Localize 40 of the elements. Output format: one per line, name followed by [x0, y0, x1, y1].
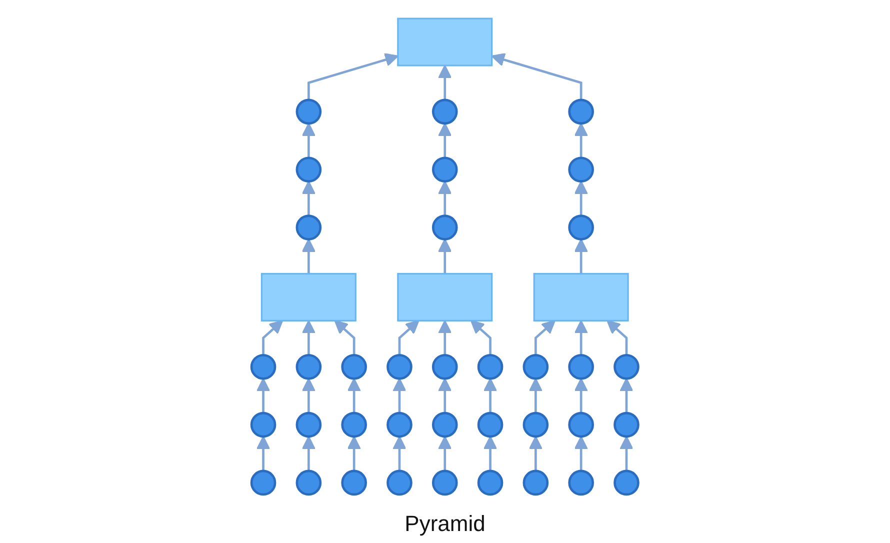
arrow	[347, 378, 362, 414]
caption: Pyramid	[404, 511, 486, 537]
arrow	[574, 320, 588, 356]
arrow	[574, 378, 588, 414]
arrow	[256, 378, 270, 414]
arrow	[574, 180, 588, 216]
arrow	[438, 378, 452, 414]
arrow	[528, 436, 543, 471]
arrow	[606, 320, 628, 356]
arrow	[620, 436, 634, 471]
arrow	[302, 238, 316, 274]
arrow	[302, 180, 316, 216]
arrow	[574, 122, 588, 158]
arrow	[302, 436, 316, 471]
arrow	[302, 378, 316, 414]
arrow	[334, 320, 356, 356]
arrow	[308, 53, 399, 100]
arrow	[262, 320, 284, 356]
arrow	[347, 436, 362, 471]
arrow	[256, 436, 270, 471]
arrow	[392, 436, 406, 471]
arrow	[438, 238, 452, 274]
arrow	[302, 320, 316, 356]
arrow	[534, 320, 556, 356]
arrow	[574, 238, 588, 274]
arrow	[620, 378, 634, 414]
arrow	[574, 436, 588, 471]
arrow	[470, 320, 492, 356]
arrow	[302, 122, 316, 158]
arrow	[484, 378, 498, 414]
arrow	[438, 64, 452, 100]
arrow	[438, 436, 452, 471]
arrow	[392, 378, 406, 414]
arrow	[491, 53, 582, 100]
arrow	[438, 180, 452, 216]
arrow	[528, 378, 543, 414]
arrow	[438, 320, 452, 356]
arrow	[438, 122, 452, 158]
arrow	[398, 320, 420, 356]
arrow	[484, 436, 498, 471]
